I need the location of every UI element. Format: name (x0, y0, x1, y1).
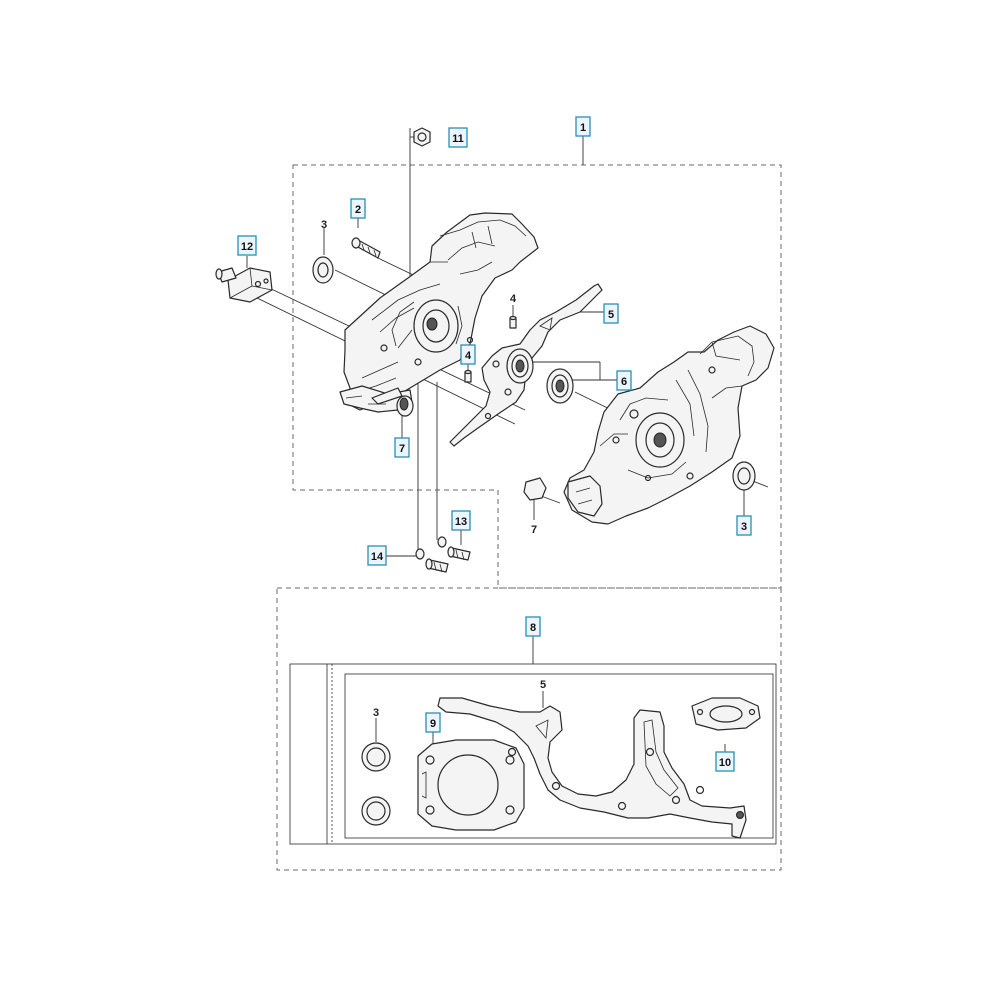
callout-9: 9 (425, 712, 441, 733)
right-crankcase-half (563, 325, 775, 525)
svg-text:11: 11 (452, 133, 464, 145)
svg-text:13: 13 (455, 516, 467, 528)
mount-bracket-bolt (215, 267, 273, 303)
callout-5-top: 5 (603, 303, 619, 324)
svg-text:9: 9 (430, 718, 436, 730)
callout-4-left: 4 (460, 344, 476, 365)
callout-10: 10 (715, 751, 735, 772)
callout-1: 1 (575, 116, 591, 137)
callout-4-right: 4 (510, 293, 517, 305)
gasket-kit-panel (289, 663, 777, 845)
kit-cylinder-gasket (417, 739, 525, 831)
svg-text:7: 7 (399, 443, 405, 455)
svg-text:2: 2 (355, 204, 361, 216)
callout-5-kit: 5 (540, 679, 546, 691)
svg-text:5: 5 (608, 309, 614, 321)
nut (413, 127, 431, 147)
callout-11: 11 (448, 127, 468, 148)
callout-13: 13 (451, 510, 471, 531)
callout-3-kit: 3 (373, 707, 379, 719)
callout-3-top: 3 (321, 219, 327, 231)
svg-text:3: 3 (321, 219, 327, 231)
callout-7-left: 7 (394, 437, 410, 458)
svg-text:3: 3 (373, 707, 379, 719)
screws-and-washers (415, 536, 471, 573)
callout-14: 14 (367, 545, 387, 566)
seal-ring-right (732, 461, 756, 491)
dowel-pins (464, 315, 517, 383)
callout-8: 8 (525, 616, 541, 637)
crankcase-assembly-boundary (292, 164, 782, 589)
svg-text:8: 8 (530, 622, 536, 634)
svg-text:7: 7 (531, 524, 537, 536)
svg-text:12: 12 (241, 241, 253, 253)
callout-12: 12 (237, 235, 257, 256)
gasket-kit-boundary (276, 587, 782, 871)
crankshaft-bearings (506, 348, 574, 404)
kit-intake-gasket (691, 697, 761, 731)
callout-2: 2 (350, 198, 366, 219)
blind-plugs (396, 395, 547, 501)
svg-text:6: 6 (621, 376, 627, 388)
svg-text:14: 14 (371, 551, 384, 563)
svg-text:5: 5 (540, 679, 546, 691)
svg-text:10: 10 (719, 757, 731, 769)
callout-6: 6 (616, 370, 632, 391)
svg-text:4: 4 (510, 293, 517, 305)
callout-7-right: 7 (531, 524, 537, 536)
svg-text:1: 1 (580, 122, 586, 134)
svg-text:3: 3 (741, 521, 747, 533)
kit-crankcase-gasket (437, 697, 747, 839)
svg-text:4: 4 (465, 350, 472, 362)
left-crankcase-half (339, 212, 539, 413)
seal-ring-top (312, 256, 334, 284)
callout-3-right: 3 (736, 515, 752, 536)
kit-seal-rings (361, 742, 391, 826)
long-bolt (351, 237, 381, 259)
